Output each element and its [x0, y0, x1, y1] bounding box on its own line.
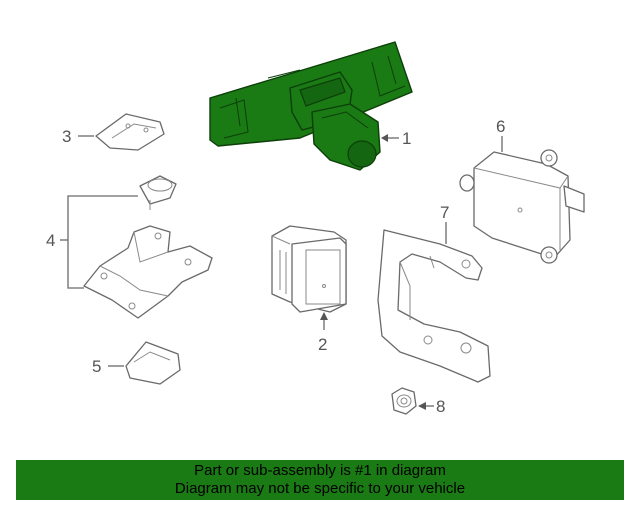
callout-5[interactable]: 5	[92, 357, 101, 376]
callout-3[interactable]: 3	[62, 127, 71, 146]
part-1-camera[interactable]	[209, 41, 413, 171]
arrow-8	[418, 402, 426, 410]
banner-line-2: Diagram may not be specific to your vehi…	[174, 480, 466, 497]
callout-1[interactable]: 1	[402, 129, 411, 148]
callout-8[interactable]: 8	[436, 397, 445, 416]
part-6-module[interactable]	[459, 149, 585, 264]
info-banner: Part or sub-assembly is #1 in diagram Di…	[16, 460, 624, 500]
callout-6[interactable]: 6	[496, 117, 505, 136]
part-4-clip[interactable]	[139, 175, 177, 210]
part-2-switch[interactable]	[271, 225, 347, 313]
arrow-1	[381, 134, 388, 142]
arrow-2	[320, 312, 328, 320]
part-8-nut[interactable]	[391, 387, 417, 415]
part-5-plate[interactable]	[125, 341, 181, 385]
banner-line-1: Part or sub-assembly is #1 in diagram	[194, 462, 446, 479]
parts-diagram: 1 3 4 5 2	[46, 41, 585, 416]
callout-2[interactable]: 2	[318, 335, 327, 354]
leader-4	[67, 195, 138, 289]
callout-4[interactable]: 4	[46, 231, 55, 250]
part-7-frame[interactable]	[377, 229, 491, 383]
callout-7[interactable]: 7	[440, 203, 449, 222]
part-3-bracket[interactable]	[95, 113, 165, 151]
part-4-bracket[interactable]	[83, 225, 213, 319]
